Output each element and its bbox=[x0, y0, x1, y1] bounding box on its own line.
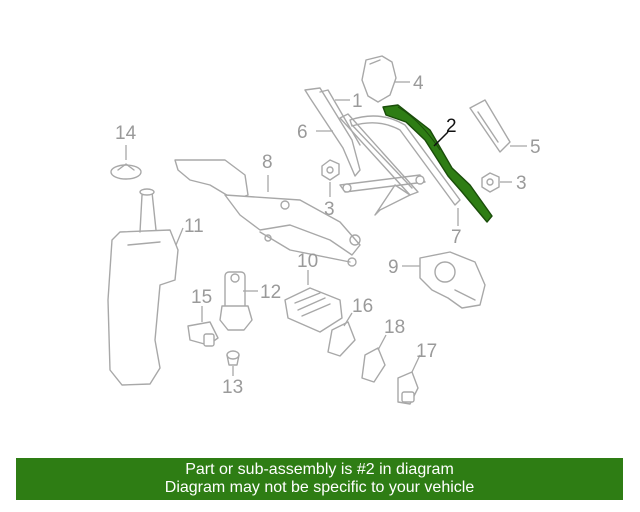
part-10-control-module[interactable] bbox=[284, 287, 343, 333]
callout-13: 13 bbox=[222, 377, 243, 398]
callout-9: 9 bbox=[388, 257, 399, 278]
callout-16: 16 bbox=[352, 296, 373, 317]
part-16-bracket[interactable] bbox=[327, 321, 356, 357]
callout-17: 17 bbox=[416, 341, 437, 362]
callout-15: 15 bbox=[191, 287, 212, 308]
part-14-cap[interactable] bbox=[110, 163, 142, 180]
callout-14: 14 bbox=[115, 123, 137, 144]
part-info-banner: Part or sub-assembly is #2 in diagram Di… bbox=[16, 458, 623, 500]
leader-16 bbox=[343, 312, 353, 327]
banner-line-2: Diagram may not be specific to your vehi… bbox=[164, 479, 475, 496]
wiper-linkage bbox=[339, 174, 426, 193]
callout-6: 6 bbox=[297, 122, 308, 143]
callout-3a: 3 bbox=[324, 199, 335, 220]
leader-11 bbox=[175, 227, 184, 246]
part-11-washer-reservoir[interactable] bbox=[107, 188, 179, 386]
part-4-cap[interactable] bbox=[361, 55, 397, 103]
callout-12: 12 bbox=[260, 282, 281, 303]
part-3-nut-left[interactable] bbox=[321, 159, 340, 181]
leader-2 bbox=[433, 131, 449, 147]
callout-3b: 3 bbox=[516, 173, 527, 194]
part-13-grommet[interactable] bbox=[226, 350, 240, 366]
part-15-sensor[interactable] bbox=[187, 321, 219, 347]
part-7-wiper-blade[interactable] bbox=[349, 115, 461, 216]
callout-18: 18 bbox=[384, 317, 405, 338]
part-3-nut-right[interactable] bbox=[481, 172, 500, 193]
part-2-wiper-arm-highlighted[interactable] bbox=[382, 104, 493, 223]
callout-2: 2 bbox=[446, 116, 457, 137]
part-8-wiper-frame[interactable] bbox=[174, 159, 361, 267]
callout-10: 10 bbox=[297, 251, 318, 272]
callout-1: 1 bbox=[352, 91, 363, 112]
part-5-cover[interactable] bbox=[469, 99, 511, 153]
callout-8: 8 bbox=[262, 152, 273, 173]
banner-line-1: Part or sub-assembly is #2 in diagram bbox=[185, 461, 454, 478]
callout-11: 11 bbox=[184, 216, 204, 237]
part-18-connector[interactable] bbox=[361, 347, 386, 383]
part-17-sensor[interactable] bbox=[397, 371, 419, 405]
part-9-wiper-motor[interactable] bbox=[419, 251, 486, 309]
part-1-wiper-arm[interactable] bbox=[304, 87, 361, 177]
callout-4: 4 bbox=[413, 73, 424, 94]
leader-18 bbox=[377, 334, 387, 351]
callout-7: 7 bbox=[451, 227, 462, 248]
leader-17 bbox=[411, 354, 421, 373]
callout-5: 5 bbox=[530, 137, 541, 158]
part-12-washer-pump[interactable] bbox=[219, 271, 253, 331]
